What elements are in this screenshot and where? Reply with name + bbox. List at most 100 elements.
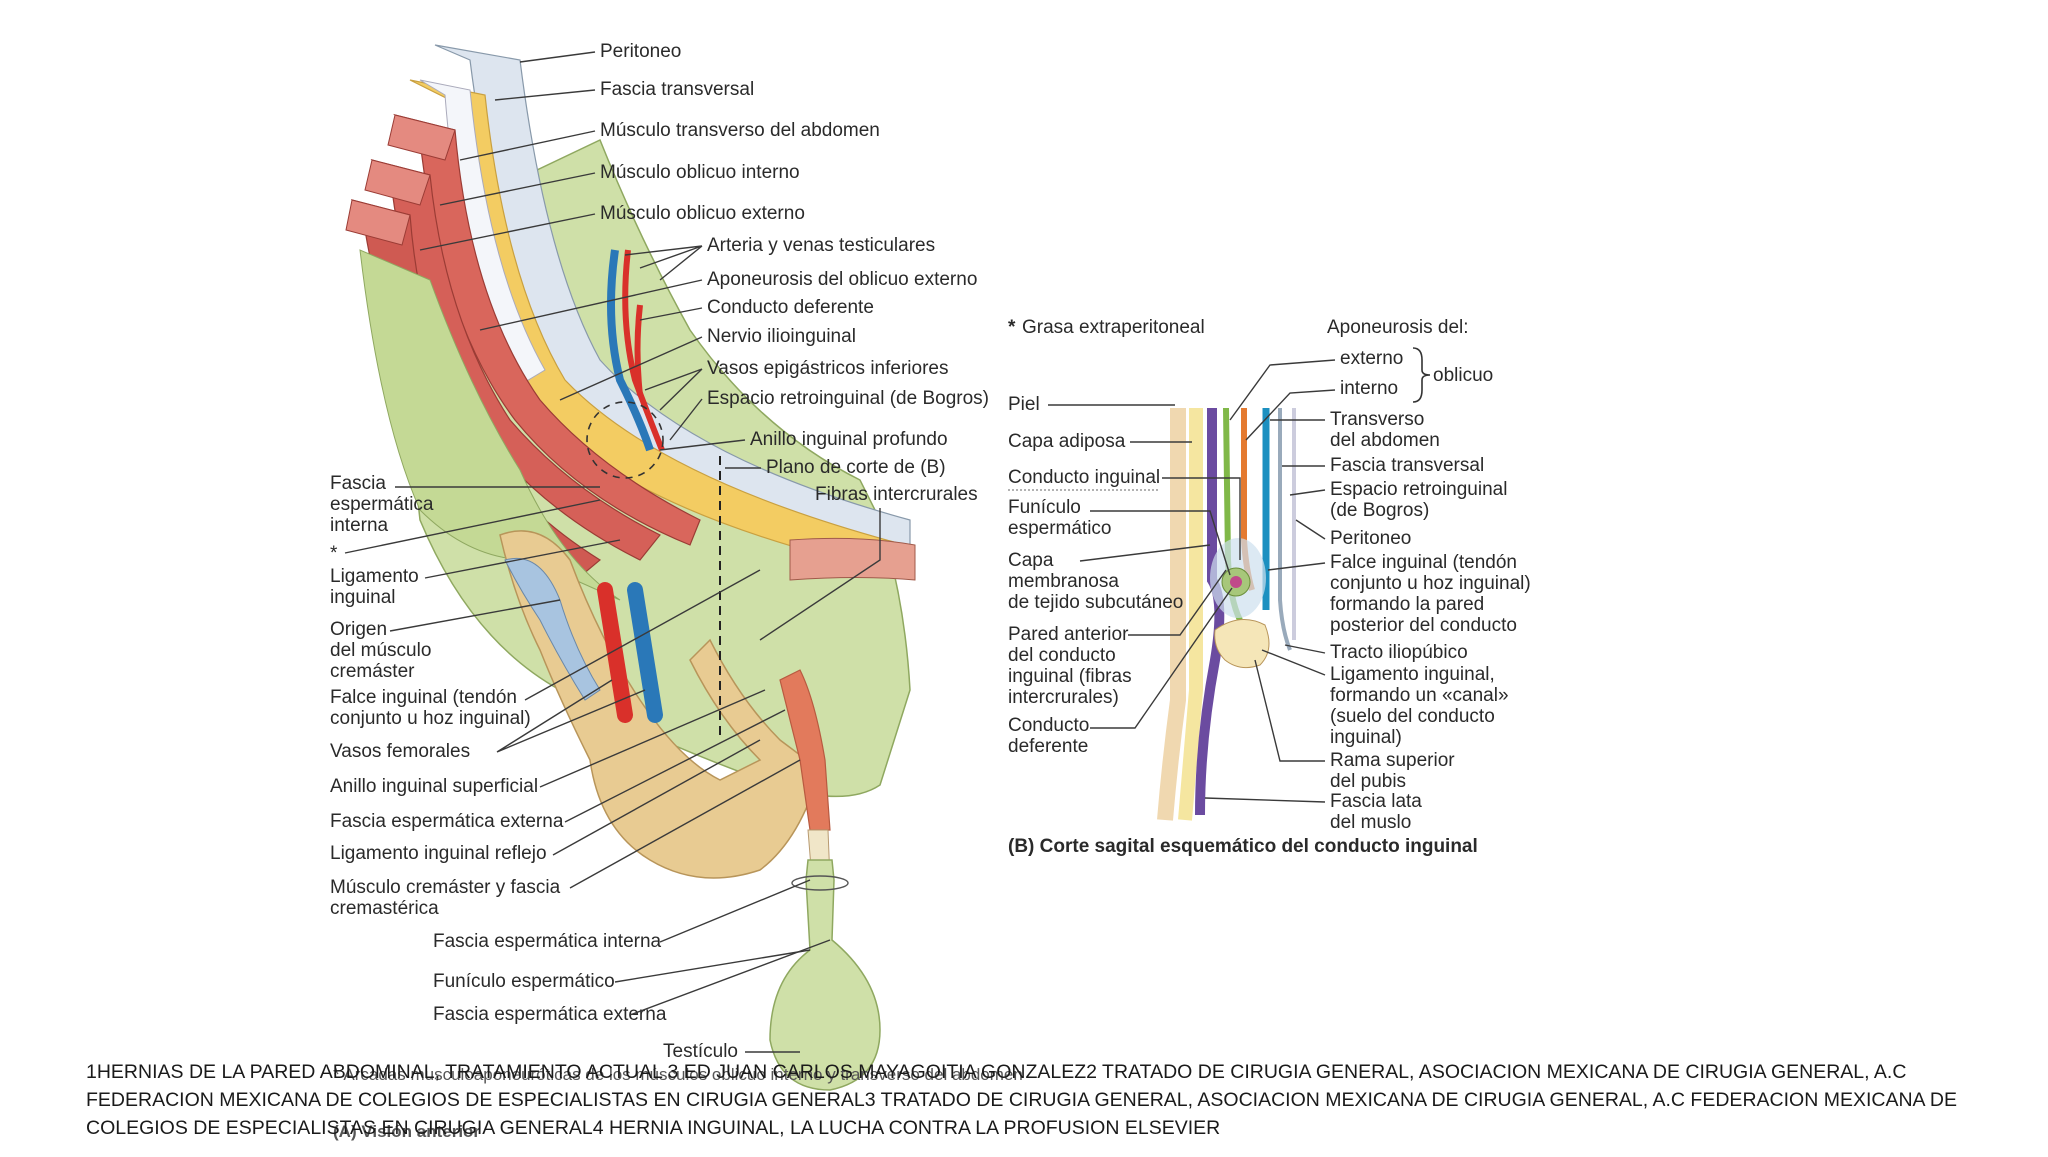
pubic-bone-section: [1214, 619, 1270, 669]
leader-b-deferente: [1090, 587, 1233, 729]
leader-b-interno: [1245, 389, 1336, 441]
testicular-vessels: [607, 249, 654, 452]
label-ligamento-b: Ligamento inguinal, formando un «canal» …: [1330, 664, 1514, 748]
leader-b-membranosa: [1079, 544, 1211, 562]
brace-oblicuo: [1412, 347, 1431, 403]
muscle-slab-c: [345, 199, 411, 246]
label-fascia-espermatica-externa-b: Fascia espermática externa: [433, 1004, 667, 1025]
label-aponeurosis-oblicuo: Aponeurosis del oblicuo externo: [707, 269, 977, 290]
label-grasa-extraperitoneal: Grasa extraperitoneal: [1022, 317, 1205, 338]
label-transverso-b: Transverso del abdomen: [1330, 409, 1440, 451]
references-text: 1HERNIAS DE LA PARED ABDOMINAL, TRATAMIE…: [86, 1061, 1957, 1139]
label-externo: externo: [1340, 348, 1403, 369]
figure-a-caption: (A) Visión anterior: [333, 1122, 480, 1141]
leader-espacio: [669, 398, 703, 441]
muscle-slab-b: [364, 159, 431, 206]
label-rama-pubis: Rama superior del pubis: [1330, 750, 1460, 792]
leader-b-rama: [1254, 659, 1325, 762]
label-fascia-espermatica-externa-a: Fascia espermática externa: [330, 811, 564, 832]
label-peritoneo-b: Peritoneo: [1330, 528, 1411, 549]
leader-b-externo: [1229, 359, 1336, 421]
leader-fibras: [759, 508, 881, 641]
muscle-slab-a: [387, 114, 456, 161]
label-fascia-espermatica-interna-b: Fascia espermática interna: [433, 931, 662, 952]
label-testiculo: Testículo: [663, 1041, 738, 1062]
spermatic-cord: [779, 669, 831, 831]
label-nervio-ilioinguinal: Nervio ilioinguinal: [707, 326, 856, 347]
leader-epigastricos: [644, 368, 703, 411]
layer-fat: [1178, 408, 1203, 821]
label-capa-adiposa: Capa adiposa: [1008, 431, 1126, 452]
label-capa-membranosa: Capa membranosa de tejido subcutáneo: [1008, 550, 1183, 613]
label-conducto-inguinal: Conducto inguinal: [1008, 467, 1160, 488]
label-oblicuo-externo: Músculo oblicuo externo: [600, 203, 805, 224]
sagittal-section: * Grasa extraperitoneal Piel Capa adipos…: [1008, 317, 1536, 857]
label-fascia-transversal: Fascia transversal: [600, 79, 754, 100]
label-musculo-transverso: Músculo transverso del abdomen: [600, 120, 880, 141]
label-cremaster-fascia: Músculo cremáster y fascia cremastérica: [330, 877, 565, 919]
label-pared-anterior: Pared anterior del conducto inguinal (fi…: [1008, 624, 1137, 708]
leader-arteria: [624, 245, 703, 281]
leader-cremaster: [569, 759, 801, 889]
leader-ligamento: [424, 539, 621, 579]
leader-vasos: [496, 679, 646, 753]
label-falce-inguinal-a: Falce inguinal (tendón conjunto u hoz in…: [330, 687, 531, 729]
leader-reflejo: [552, 739, 761, 856]
leader-deferente: [639, 307, 703, 321]
label-aponeurosis-del: Aponeurosis del:: [1327, 317, 1469, 338]
label-anillo-superficial: Anillo inguinal superficial: [330, 776, 538, 797]
label-anillo-profundo: Anillo inguinal profundo: [750, 429, 948, 450]
label-origen-cremaster: Origen del músculo cremáster: [330, 619, 437, 682]
footnote-arcadas: * Arcadas musculoaponeuróticas de los mú…: [333, 1065, 1023, 1084]
label-vasos-femorales: Vasos femorales: [330, 741, 470, 762]
epigastric-vessels: [634, 304, 643, 396]
pelvic-blue-area: [504, 557, 601, 701]
leader-fascia-interna-b: [659, 879, 811, 943]
label-fascia-espermatica-interna: Fascia espermática interna: [330, 473, 439, 536]
layer-fascia: [1278, 408, 1292, 651]
label-oblicuo-interno: Músculo oblicuo interno: [600, 162, 800, 183]
label-funiculo-espermatico-a: Funículo espermático: [433, 971, 615, 992]
figure-a-left-labels: Fascia espermática interna * Ligamento i…: [330, 473, 801, 919]
label-espacio-b: Espacio retroinguinal (de Bogros): [1330, 479, 1513, 521]
label-asterisk-left: *: [330, 543, 338, 564]
spermatic-cord-fascia: [769, 859, 881, 1091]
leader-oblicuo-externo: [419, 213, 596, 251]
label-fibras-intercrurales: Fibras intercrurales: [815, 484, 978, 505]
label-peritoneo: Peritoneo: [600, 41, 681, 62]
leader-b-conducto: [1162, 477, 1241, 560]
label-ligamento-inguinal: Ligamento inguinal: [330, 566, 424, 608]
label-plano-corte: Plano de corte de (B): [766, 457, 946, 478]
leader-falce: [524, 569, 761, 701]
label-fascia-lata: Fascia lata del muslo: [1330, 791, 1427, 833]
leader-ilioinguinal: [559, 336, 703, 401]
label-interno: interno: [1340, 378, 1398, 399]
figure-b-caption: (B) Corte sagital esquemático del conduc…: [1008, 836, 1478, 857]
leader-b-peritoneo: [1295, 519, 1326, 540]
leader-b-ligamento: [1261, 649, 1326, 676]
label-falce-b: Falce inguinal (tendón conjunto u hoz in…: [1330, 552, 1536, 636]
label-oblicuo: oblicuo: [1433, 365, 1493, 386]
leader-origen: [389, 599, 561, 632]
leader-b-falce: [1267, 562, 1326, 571]
femoral-vein: [627, 582, 663, 723]
cord-ring: [791, 875, 849, 891]
leader-b-fascia-lata: [1204, 797, 1326, 803]
leader-funiculo: [614, 949, 811, 983]
leader-anillo: [539, 689, 766, 788]
leader-asterisk: [344, 499, 601, 554]
leader-b-tracto: [1284, 644, 1326, 654]
leader-b-espacio: [1289, 489, 1326, 496]
leader-anillo-profundo: [659, 439, 746, 451]
label-vasos-epigastricos: Vasos epigástricos inferiores: [707, 358, 948, 379]
label-b-asterisk: *: [1008, 317, 1016, 338]
label-espacio-retroinguinal: Espacio retroinguinal (de Bogros): [707, 388, 989, 409]
deep-ring-region: [586, 401, 664, 479]
figure-a-right-labels: Peritoneo Fascia transversal Músculo tra…: [419, 41, 989, 641]
label-tracto-iliopubico: Tracto iliopúbico: [1330, 642, 1468, 663]
intercrural-section: [789, 537, 916, 581]
leader-aponeurosis: [479, 279, 703, 331]
label-ligamento-reflejo: Ligamento inguinal reflejo: [330, 843, 547, 864]
